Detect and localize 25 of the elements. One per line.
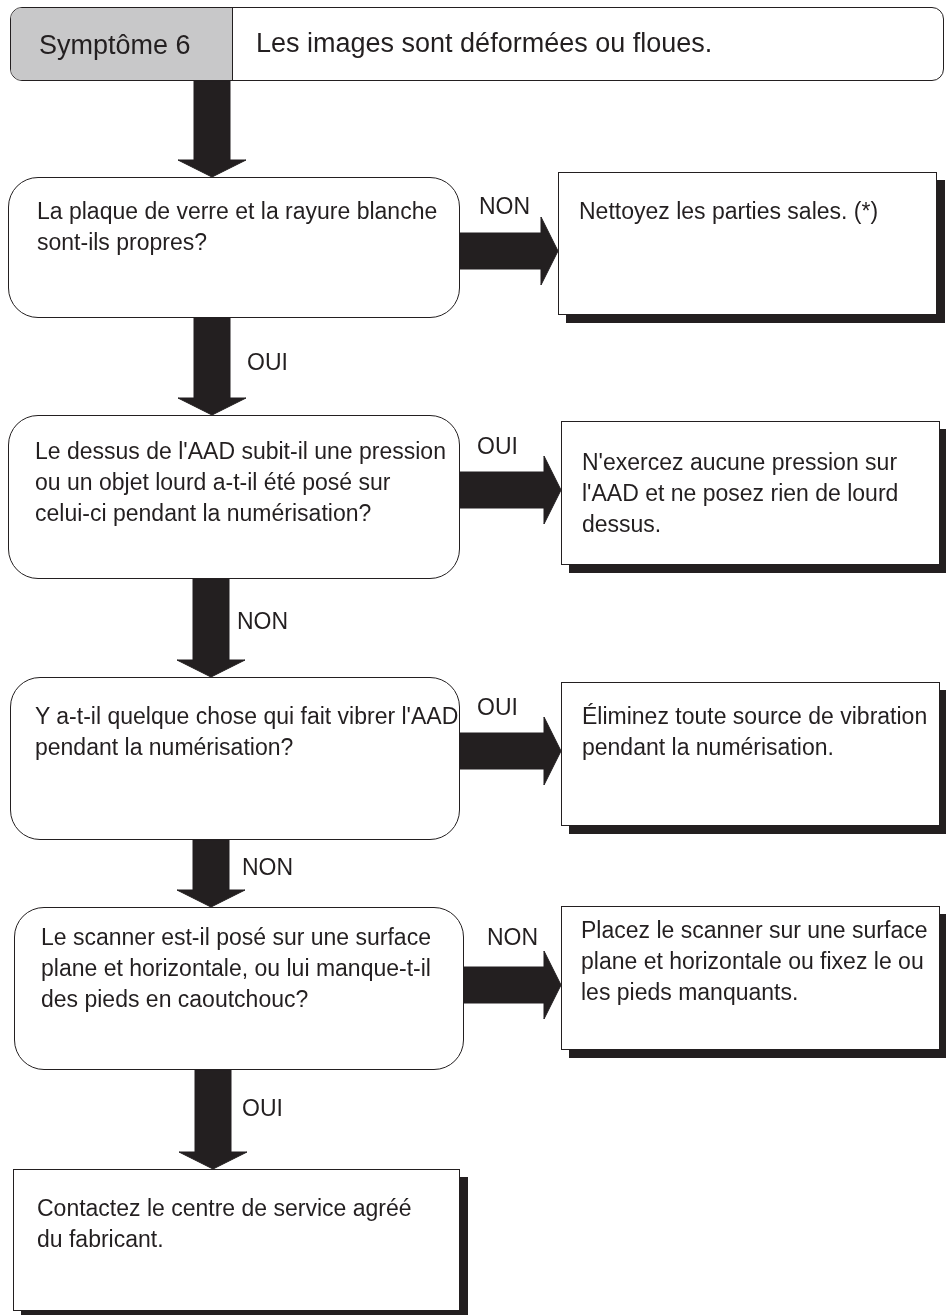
question-text: Le dessus de l'AAD subit-il une pression ou un objet lourd a-t-il été posé sur celui-ci pendant la numérisation? [35,437,447,528]
block-arrow [178,1069,248,1170]
block-arrow [177,80,247,178]
question-text: La plaque de verre et la rayure blanche sont-ils propres? [37,197,439,257]
action-text: Contactez le centre de service agréé du fabricant. [37,1194,413,1254]
decision-box [8,415,460,579]
action-text: Éliminez toute source de vibration pendant la numérisation. [582,702,929,762]
block-arrow [176,839,246,908]
decision-box [10,677,460,840]
block-arrow [176,578,246,678]
header-box [10,7,944,81]
block-arrow [177,317,247,416]
question-text: Y a-t-il quelque chose qui fait vibrer l'AAD pendant la numérisation? [35,702,460,762]
block-arrow [459,455,562,525]
block-arrow [459,216,559,286]
block-arrow [463,950,562,1020]
decision-box [8,177,460,318]
symptom-title: Les images sont déformées ou floues. [256,27,713,59]
block-arrow [459,716,562,786]
action-text: N'exercez aucune pression sur l'AAD et ne posez rien de lourd dessus. [582,448,900,539]
symptom-number: Symptôme 6 [39,29,191,61]
action-text: Nettoyez les parties sales. (*) [579,197,880,226]
decision-box [14,907,464,1070]
action-text: Placez le scanner sur une surface plane et horizontale ou fixez le ou les pieds manquants. [581,916,929,1007]
question-text: Le scanner est-il posé sur une surface plane et horizontale, ou lui manque-t-il des pieds en caoutchouc? [41,923,432,1014]
